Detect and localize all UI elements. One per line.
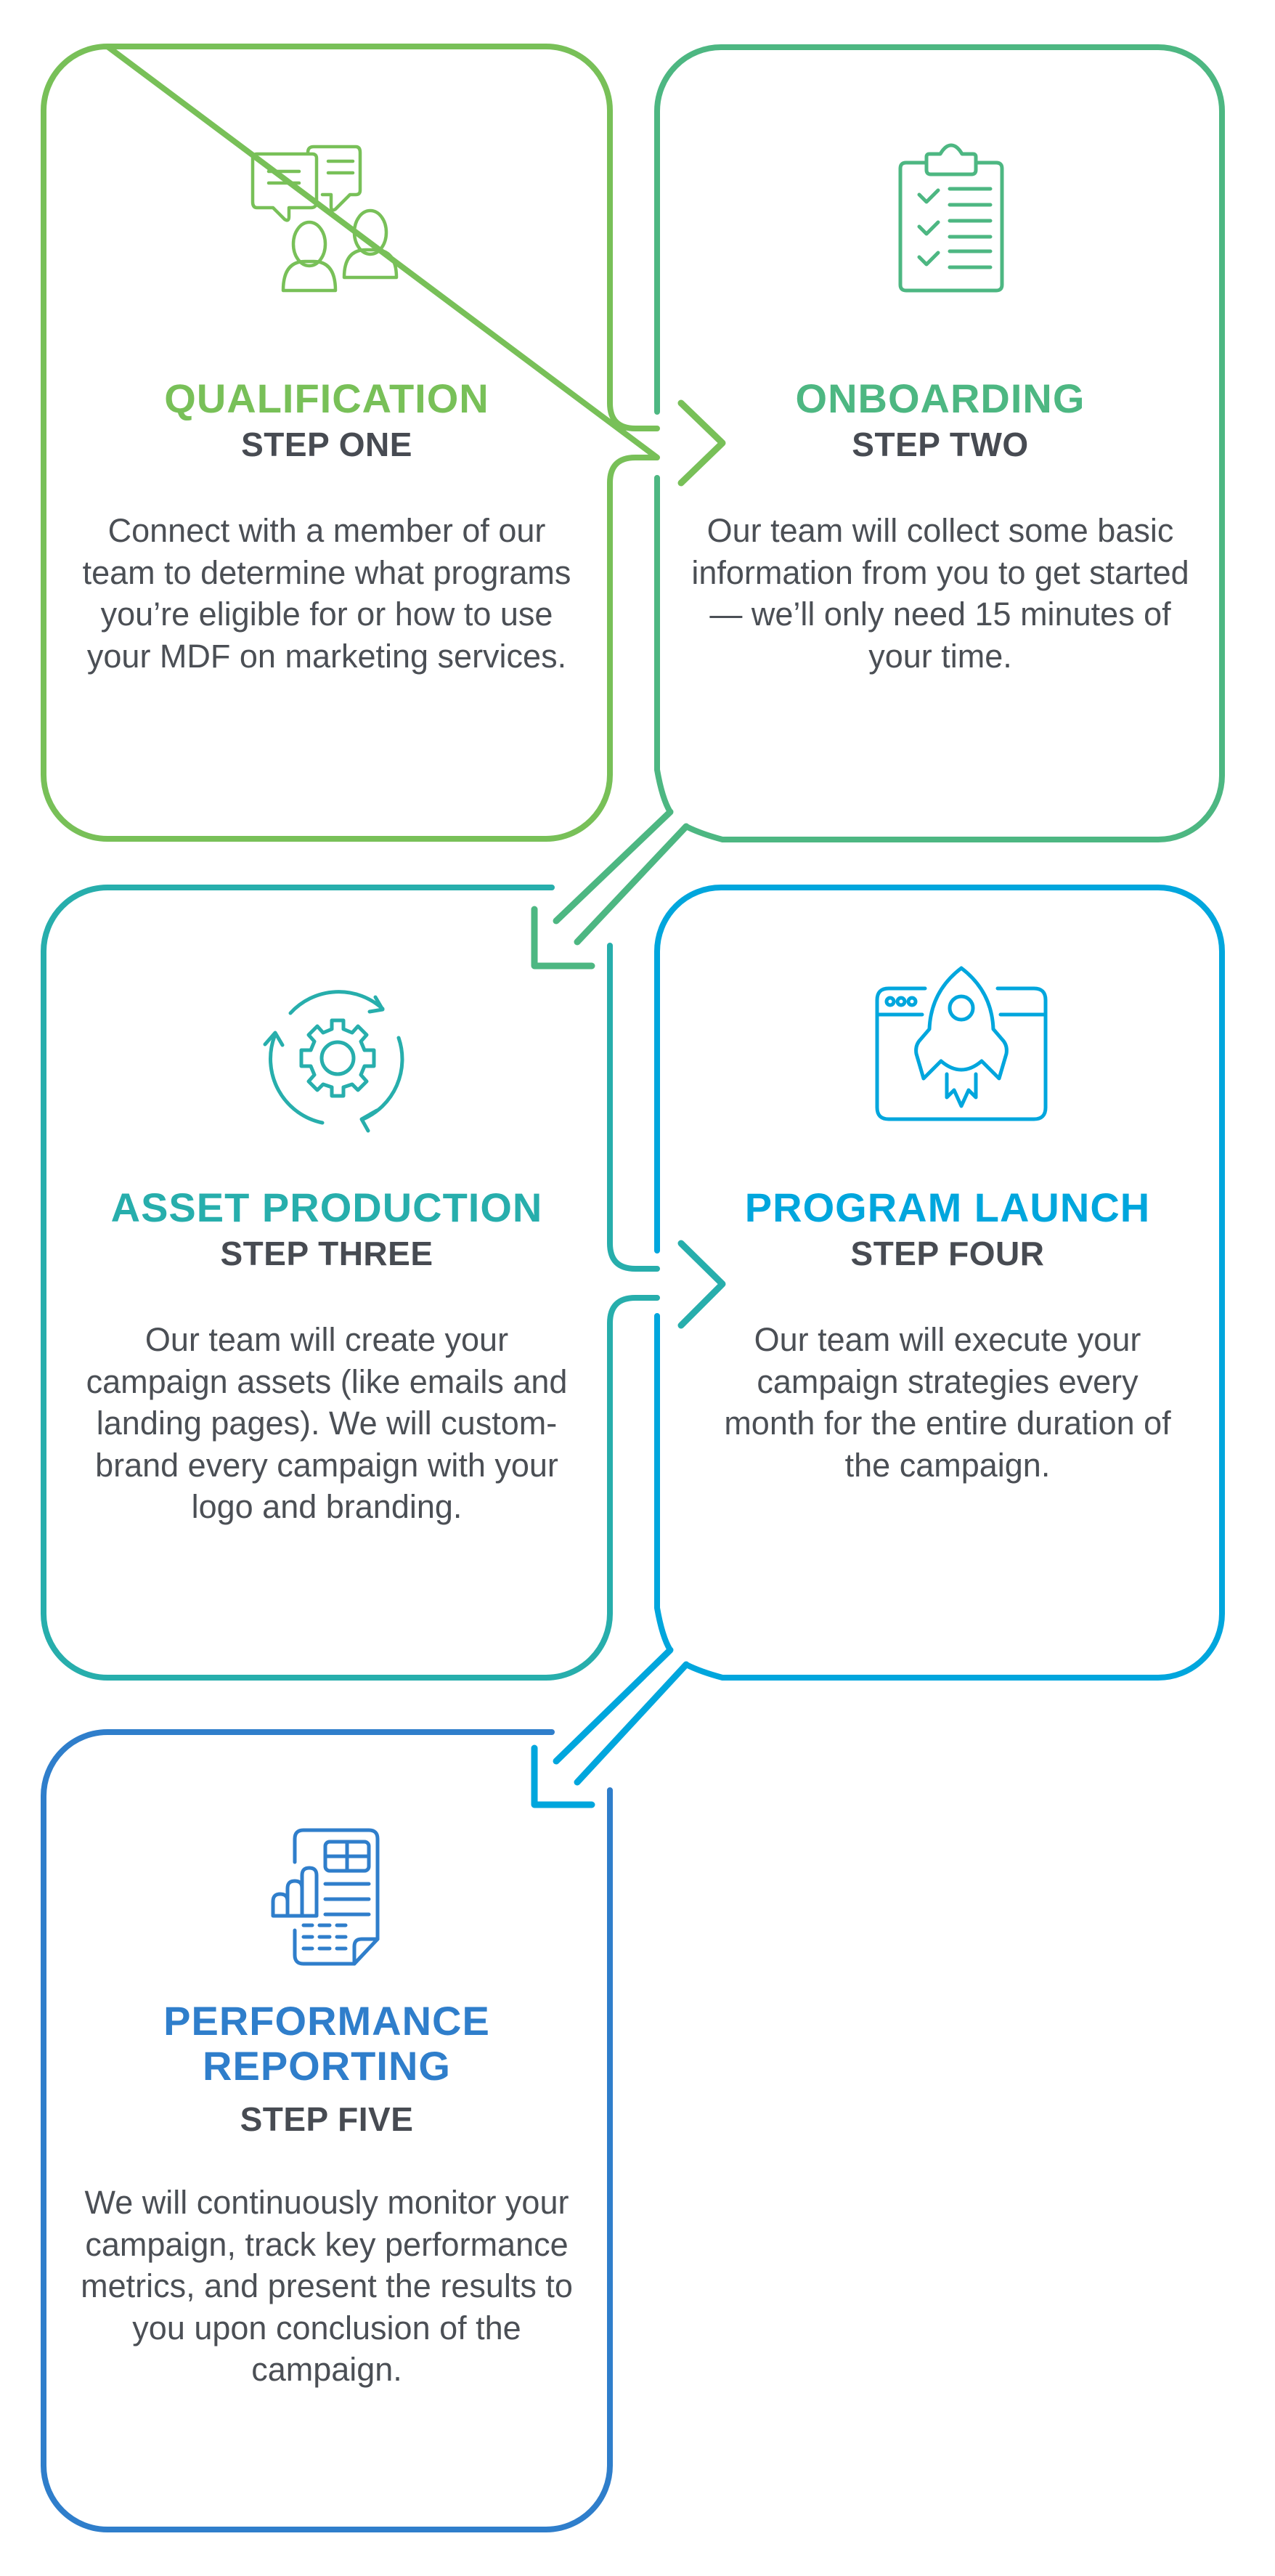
step-two-description: Our team will collect some basic informa… [691, 512, 1189, 675]
step-three-description: Our team will create your campaign asset… [86, 1321, 568, 1525]
step-four-card: PROGRAM LAUNCH STEP FOUR Our team will e… [686, 1185, 1209, 1486]
step-four-connector [553, 1646, 690, 1786]
step-one-description: Connect with a member of our team to det… [82, 512, 571, 675]
step-two-title: ONBOARDING [795, 375, 1085, 421]
step-five-description: We will continuously monitor your campai… [81, 2184, 573, 2388]
step-four-title: PROGRAM LAUNCH [744, 1185, 1151, 1230]
step-three-card: ASSET PRODUCTION STEP THREE Our team wil… [65, 1185, 588, 1528]
step-four-label: STEP FOUR [850, 1235, 1045, 1272]
step-four-box [654, 885, 1225, 1681]
step-three-title: ASSET PRODUCTION [110, 1185, 543, 1230]
conversation-people-icon [250, 145, 399, 293]
step-two-arrow-icon [531, 906, 595, 970]
step-five-box [41, 1729, 613, 2532]
step-two-card: ONBOARDING STEP TWO Our team will collec… [679, 376, 1202, 677]
step-one-arrow-icon [677, 399, 726, 487]
clipboard-checklist-icon [898, 143, 1004, 293]
step-five-card: PERFORMANCE REPORTING STEP FIVE We will … [58, 1999, 595, 2391]
step-three-label: STEP THREE [220, 1235, 433, 1272]
report-document-icon [271, 1828, 380, 1966]
step-five-title: PERFORMANCE REPORTING [163, 1998, 490, 2089]
step-one-title: QUALIFICATION [164, 375, 489, 421]
step-two-box [654, 44, 1225, 842]
step-one-card: QUALIFICATION STEP ONE Connect with a me… [65, 376, 588, 677]
step-four-arrow-icon [531, 1744, 595, 1808]
step-three-arrow-icon [677, 1240, 726, 1329]
step-five-label: STEP FIVE [240, 2100, 414, 2138]
step-three-box [41, 885, 660, 1681]
step-four-description: Our team will execute your campaign stra… [724, 1321, 1171, 1484]
step-two-label: STEP TWO [852, 426, 1029, 463]
step-two-connector [553, 808, 690, 946]
step-one-box [41, 44, 660, 842]
rocket-browser-icon [875, 966, 1048, 1121]
gear-cycle-icon [263, 990, 404, 1133]
step-one-label: STEP ONE [241, 426, 412, 463]
